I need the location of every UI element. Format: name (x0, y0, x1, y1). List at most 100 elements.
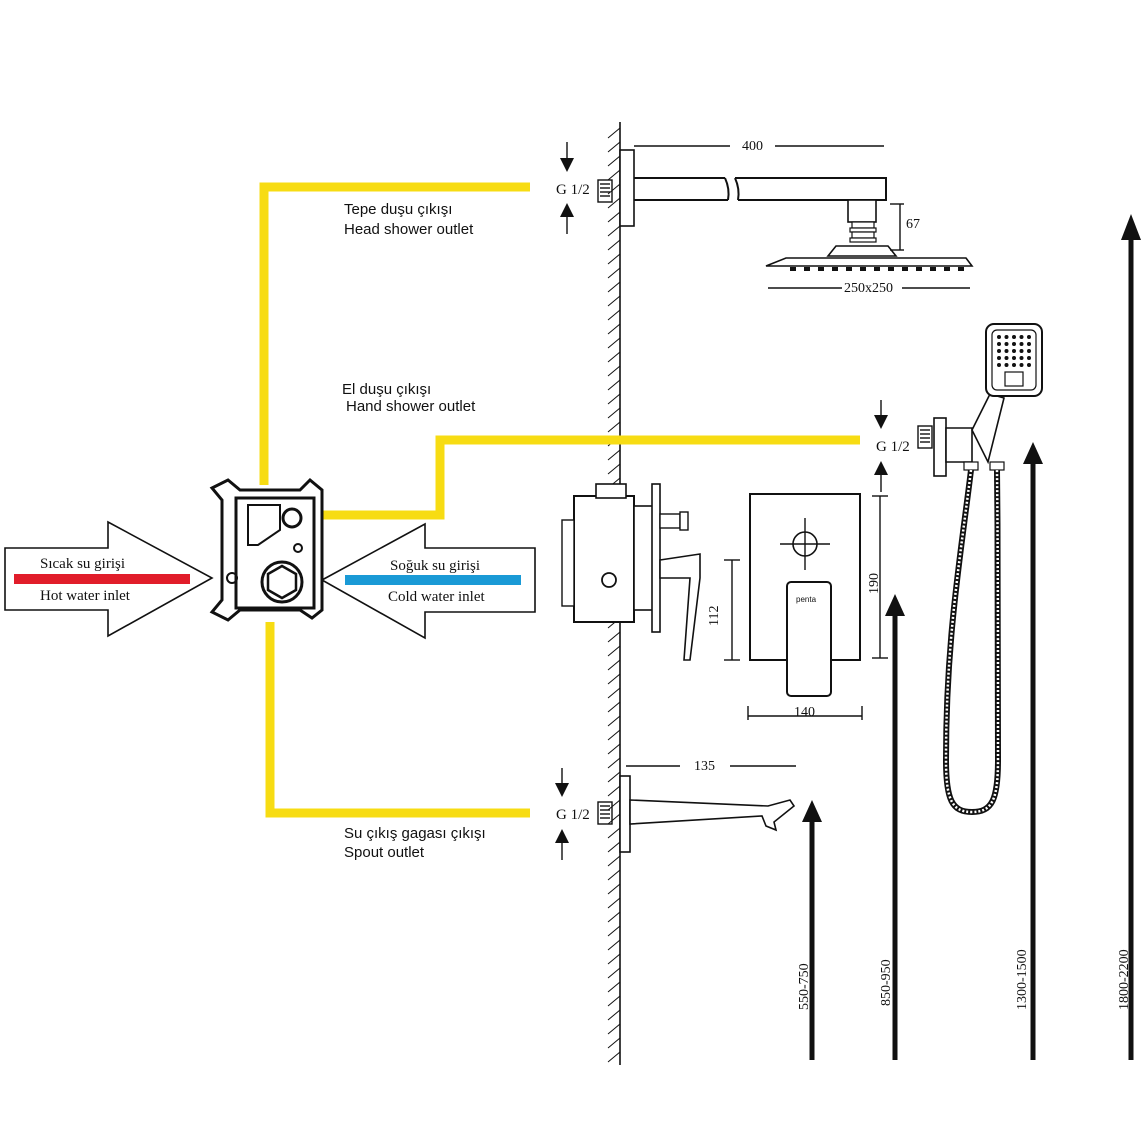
head-shower-arm: 400 (597, 139, 887, 227)
nozzle (902, 267, 908, 271)
nozzle (997, 349, 1001, 353)
hatch-line (607, 1037, 621, 1049)
cold-color-bar (345, 575, 521, 585)
hatch-line (607, 155, 621, 167)
hatch-line (607, 309, 621, 321)
hatch-line (607, 911, 621, 923)
wall-plate-front: penta 140 190 (747, 493, 888, 720)
nozzle (846, 267, 852, 271)
arm-length-dim: 400 (742, 139, 763, 154)
hatch-line (607, 281, 621, 293)
hatch-line (607, 421, 621, 433)
hatch-line (607, 267, 621, 279)
hatch-line (607, 463, 621, 475)
nozzle (1004, 349, 1009, 353)
cold-inlet-arrow: Soğuk su girişi Cold water inlet (320, 522, 536, 640)
hatch-line (607, 785, 621, 797)
nozzle (1019, 363, 1024, 367)
nozzle (930, 267, 936, 271)
nozzle (832, 267, 838, 271)
cold-inlet-label-tr: Soğuk su girişi (390, 558, 480, 574)
hand-shower-set (917, 323, 1043, 816)
nozzle (1004, 356, 1009, 360)
hatch-line (607, 1051, 621, 1063)
nozzle (997, 356, 1001, 360)
bath-spout: 135 (597, 759, 796, 853)
hatch-line (607, 701, 621, 713)
head-size-dim: 250x250 (844, 281, 893, 296)
hatch-line (607, 841, 621, 853)
hatch-line (607, 897, 621, 909)
nozzle (790, 267, 796, 271)
hatch-line (607, 365, 621, 377)
hatch-line (607, 1023, 621, 1035)
nozzle (997, 363, 1001, 367)
hatch-line (607, 995, 621, 1007)
hatch-line (607, 771, 621, 783)
hatch-line (607, 631, 621, 643)
hatch-line (607, 869, 621, 881)
hatch-line (607, 729, 621, 741)
hatch-line (607, 981, 621, 993)
nozzle (1012, 356, 1016, 360)
hand-thread-label: G 1/2 (876, 439, 910, 455)
nozzle (1027, 342, 1031, 346)
nozzle (1004, 335, 1009, 339)
hatch-line (607, 645, 621, 657)
spout-outlet-label-tr: Su çıkış gagası çıkışı (344, 825, 486, 842)
head-nozzles (790, 267, 964, 271)
nozzle (1012, 349, 1016, 353)
hatch-line (607, 197, 621, 209)
hatch-line (607, 351, 621, 363)
hatch-line (607, 939, 621, 951)
nozzle (1004, 363, 1009, 367)
nozzle (874, 267, 880, 271)
brand-logo: penta (796, 595, 817, 604)
nozzle (818, 267, 824, 271)
hatch-line (607, 127, 621, 139)
nozzle (1027, 335, 1031, 339)
spout-length-dim: 135 (694, 759, 715, 774)
nozzle (1004, 342, 1009, 346)
head-height-label: 1800-2200 (1117, 949, 1132, 1010)
nozzle (958, 267, 964, 271)
cold-inlet-label-en: Cold water inlet (388, 589, 485, 605)
nozzle (997, 342, 1001, 346)
nozzle (1019, 349, 1024, 353)
hatch-line (607, 449, 621, 461)
hand-outlet-label-en: Hand shower outlet (346, 398, 476, 415)
hatch-line (607, 967, 621, 979)
hatch-line (607, 337, 621, 349)
hatch-line (607, 855, 621, 867)
hatch-line (607, 827, 621, 839)
hatch-line (607, 953, 621, 965)
head-outlet-label-tr: Tepe duşu çıkışı (344, 201, 452, 218)
nozzle (1019, 335, 1024, 339)
supply-pipes (259, 182, 860, 818)
hot-inlet-label-tr: Sıcak su girişi (40, 556, 125, 572)
hot-inlet-label-en: Hot water inlet (40, 588, 131, 604)
hand-outlet-label-tr: El duşu çıkışı (342, 381, 431, 398)
hatch-line (607, 225, 621, 237)
hatch-line (607, 211, 621, 223)
hand-shower-hose (942, 469, 1002, 816)
valve-depth-dim: 112 (707, 606, 722, 626)
nozzle (1027, 363, 1031, 367)
hatch-line (607, 799, 621, 811)
valve-side-view: 112 (561, 483, 740, 661)
hatch-line (607, 407, 621, 419)
pipe-spout-outlet (265, 622, 530, 818)
head-shower: 67 250x250 (765, 199, 974, 296)
hand-nozzles (997, 335, 1031, 367)
hatch-line (607, 379, 621, 391)
hatch-line (607, 673, 621, 685)
nozzle (804, 267, 810, 271)
hatch-line (607, 925, 621, 937)
nozzle (1019, 356, 1024, 360)
head-height-dim: 67 (906, 217, 920, 232)
nozzle (916, 267, 922, 271)
nozzle (1027, 349, 1031, 353)
hatch-line (607, 253, 621, 265)
hot-color-bar (14, 574, 190, 584)
hatch-line (607, 813, 621, 825)
